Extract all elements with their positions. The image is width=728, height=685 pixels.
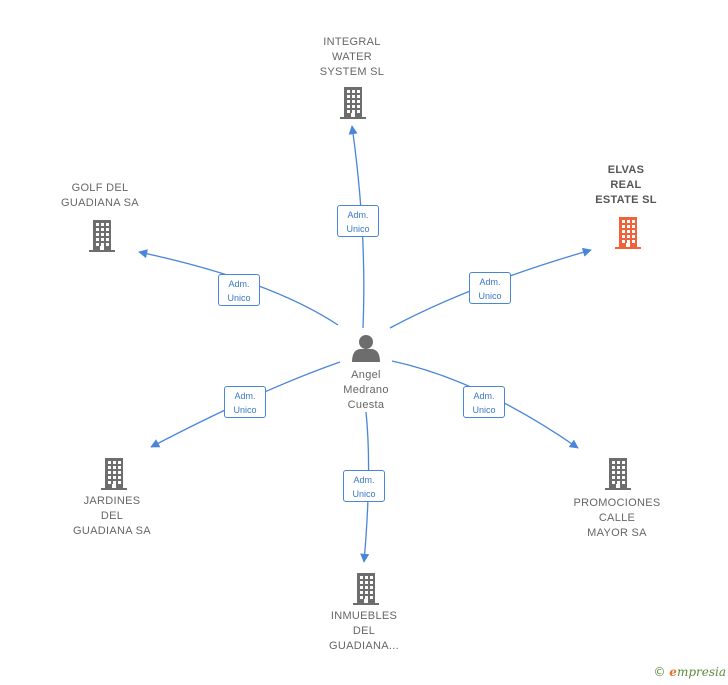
edge-label-integral: Adm. Unico	[337, 205, 379, 237]
company-name-line: MAYOR SA	[587, 527, 647, 539]
edge-label-jardines: Adm. Unico	[224, 386, 266, 418]
company-name-line: INTEGRAL	[323, 36, 381, 48]
company-name-line: WATER	[332, 51, 372, 63]
person-icon[interactable]	[352, 335, 380, 362]
building-icon[interactable]	[605, 458, 631, 490]
center-person-name[interactable]: Angel Medrano Cuesta	[316, 368, 416, 413]
company-name-line: GUADIANA...	[329, 640, 399, 652]
copyright-symbol: ©	[653, 665, 666, 679]
edge-label-line: Unico	[478, 291, 502, 301]
company-name-line: DEL	[352, 625, 376, 637]
company-label-inmuebles[interactable]: INMUEBLES DEL GUADIANA...	[304, 609, 424, 654]
center-name-line: Cuesta	[347, 399, 385, 411]
company-name-line: ESTATE SL	[595, 194, 657, 206]
edge-label-elvas: Adm. Unico	[469, 272, 511, 304]
company-label-golf[interactable]: GOLF DEL GUADIANA SA	[40, 181, 160, 211]
center-name-line: Angel	[351, 369, 381, 381]
company-name-line: INMUEBLES	[330, 610, 398, 622]
company-label-promociones[interactable]: PROMOCIONES CALLE MAYOR SA	[557, 496, 677, 541]
building-icon[interactable]	[101, 458, 127, 490]
edge-label-line: Adm.	[234, 391, 256, 401]
building-icon[interactable]	[353, 573, 379, 605]
edge-label-promociones: Adm. Unico	[463, 386, 505, 418]
company-label-elvas[interactable]: ELVAS REAL ESTATE SL	[566, 163, 686, 208]
company-label-jardines[interactable]: JARDINES DEL GUADIANA SA	[52, 494, 172, 539]
edge-label-line: Unico	[346, 224, 370, 234]
edge-label-line: Adm.	[353, 475, 375, 485]
edge-label-line: Unico	[472, 405, 496, 415]
edge-label-inmuebles: Adm. Unico	[343, 470, 385, 502]
building-icon[interactable]	[89, 220, 115, 252]
company-name-line: GUADIANA SA	[73, 525, 151, 537]
edge-label-line: Unico	[227, 293, 251, 303]
company-name-line: PROMOCIONES	[573, 497, 661, 509]
edge-label-line: Unico	[352, 489, 376, 499]
edge-label-line: Adm.	[473, 391, 495, 401]
company-name-line: GUADIANA SA	[61, 197, 139, 209]
company-name-line: JARDINES	[83, 495, 141, 507]
company-name-line: CALLE	[598, 512, 636, 524]
company-name-line: GOLF DEL	[71, 182, 129, 194]
empresia-watermark[interactable]: © empresia	[653, 665, 726, 679]
company-label-integral[interactable]: INTEGRAL WATER SYSTEM SL	[292, 35, 412, 80]
building-icon[interactable]	[615, 217, 641, 249]
edge-label-line: Unico	[233, 405, 257, 415]
company-name-line: DEL	[100, 510, 124, 522]
company-name-line: SYSTEM SL	[319, 66, 385, 78]
edge-label-golf: Adm. Unico	[218, 274, 260, 306]
building-icon[interactable]	[340, 87, 366, 119]
edge-label-line: Adm.	[347, 210, 369, 220]
company-name-line: ELVAS	[607, 164, 645, 176]
brand-initial: e	[669, 665, 677, 679]
center-name-line: Medrano	[343, 384, 389, 396]
icons-layer	[89, 87, 641, 605]
edge-label-line: Adm.	[479, 277, 501, 287]
edge-label-line: Adm.	[228, 279, 250, 289]
brand-name: mpresia	[676, 665, 726, 679]
company-name-line: REAL	[610, 179, 642, 191]
